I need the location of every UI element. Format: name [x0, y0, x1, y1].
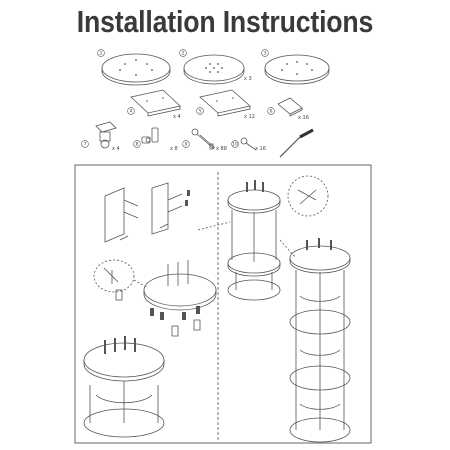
- part-number: 3: [264, 51, 267, 57]
- arrow-connector: [197, 221, 231, 231]
- step-d-tier-stack: [227, 175, 329, 301]
- arrow-connector: [279, 239, 297, 259]
- part-quantity: x 16: [298, 115, 309, 121]
- part-number: 9: [185, 142, 188, 148]
- part-labels: 1 2 3 x 3 4 x 4 5 x 12 6 x 16 7 x 4 8 x 8 9 x 88 10 x 16: [81, 49, 309, 152]
- part-number-badge: [179, 49, 187, 57]
- part-number: 10: [232, 142, 238, 148]
- part-number: 6: [270, 109, 273, 115]
- part-number: 5: [199, 109, 202, 115]
- part-number: 2: [182, 51, 185, 57]
- part-9-bolt-set: [191, 128, 216, 150]
- part-7-caster-wheel: [95, 121, 117, 149]
- part-10-screw: [240, 137, 257, 151]
- part-8-connector: [141, 127, 159, 144]
- part-number: 4: [130, 109, 133, 115]
- assembly-panel: [74, 164, 372, 444]
- part-number: 1: [100, 51, 103, 57]
- step-c-base-assembly: [83, 336, 165, 438]
- part-number-badge: [261, 49, 269, 57]
- part-number-badge: [133, 140, 141, 148]
- part-quantity: x 88: [216, 146, 227, 152]
- part-number: 8: [136, 142, 139, 148]
- part-1-round-panel: [101, 53, 171, 86]
- part-number-badge: [231, 140, 239, 148]
- part-4-board: [130, 89, 181, 117]
- part-number-badge: [81, 140, 89, 148]
- part-number: 7: [84, 142, 87, 148]
- part-quantity: x 4: [112, 146, 120, 152]
- part-quantity: x 16: [255, 146, 266, 152]
- step-e-tower: [289, 238, 351, 443]
- part-quantity: x 12: [244, 114, 255, 120]
- part-3-round-panel: [264, 54, 330, 85]
- page-title: Installation Instructions: [76, 4, 374, 39]
- screwdriver-icon: [279, 128, 314, 158]
- part-number-badge: [97, 49, 105, 57]
- part-6-small-block: [277, 97, 303, 117]
- part-5-board: [199, 89, 251, 117]
- part-2-round-panel: [183, 54, 245, 85]
- part-quantity: x 8: [170, 146, 178, 152]
- part-number-badge: [127, 107, 135, 115]
- part-quantity: x 4: [173, 114, 181, 120]
- part-quantity: x 3: [244, 76, 252, 82]
- part-number-badge: [182, 140, 190, 148]
- step-a-side-boards: [104, 182, 190, 243]
- part-number-badge: [267, 107, 275, 115]
- part-number-badge: [196, 107, 204, 115]
- step-b-panel-assembly: [93, 259, 217, 337]
